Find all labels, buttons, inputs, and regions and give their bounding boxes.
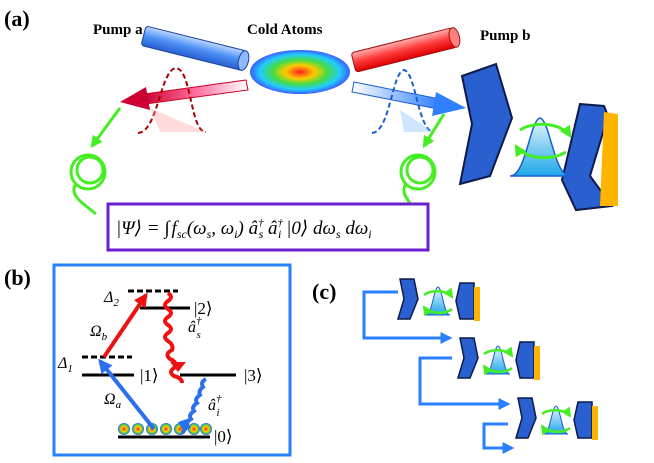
omega-b-label: Ωb (90, 323, 108, 343)
signal-photon-wave (163, 291, 184, 384)
signal-operator-label: â†s (188, 315, 202, 341)
ket-1-label: |1⟩ (140, 366, 159, 385)
cavity-c-3 (514, 397, 598, 440)
delta1-label: Δ1 (57, 355, 73, 375)
cold-atoms-cloud (250, 50, 350, 94)
panel-c: (c) (312, 278, 598, 454)
cascade-routing (362, 290, 515, 454)
panel-a: (a) Pump a Cold Atoms Pump b (4, 6, 618, 252)
ket-3-label: |3⟩ (244, 366, 263, 385)
cavity-a (458, 62, 618, 212)
state-equation-box (106, 202, 430, 252)
idler-beam (351, 68, 466, 134)
panel-b-label: (b) (4, 265, 31, 290)
ket-2-label: |2⟩ (194, 299, 213, 318)
cavity-c-1 (396, 278, 480, 321)
omega-a-transition (98, 358, 156, 431)
omega-b-transition (102, 292, 148, 359)
pump-b-beam (351, 27, 461, 73)
signal-beam (120, 66, 249, 134)
idler-operator-label: â†i (208, 393, 222, 419)
fiber-left (69, 107, 122, 216)
idler-photon-wave (180, 377, 207, 435)
panel-c-label: (c) (312, 279, 336, 304)
delta2-label: Δ2 (103, 289, 119, 309)
panel-a-label: (a) (4, 6, 30, 31)
omega-a-label: Ωa (104, 391, 122, 411)
pump-a-label: Pump a (93, 22, 143, 38)
pump-b-label: Pump b (480, 28, 530, 44)
panel-b: (b) Δ2 |2⟩ Ωb â†s Δ1 |1⟩ (4, 263, 292, 457)
state-equation: |Ψ⟩ = ∫fsc(ωs, ωi) â†s â†i |0⟩ dωs dωi (116, 217, 372, 241)
cavity-c-2 (456, 337, 540, 380)
ket-0-label: |0⟩ (214, 427, 233, 446)
pump-a-beam (141, 26, 250, 71)
cold-atoms-label: Cold Atoms (247, 22, 323, 38)
